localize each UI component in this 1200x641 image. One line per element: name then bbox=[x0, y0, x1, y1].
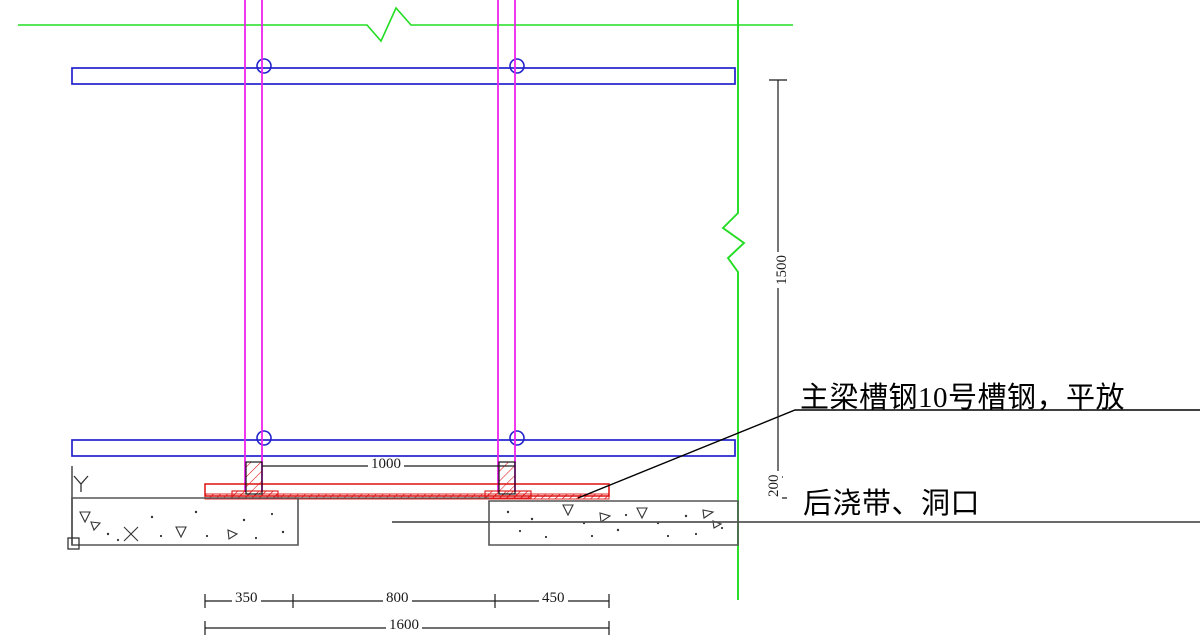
secondary-beam-lower bbox=[71, 439, 736, 457]
leader-main-beam-note bbox=[577, 409, 1200, 499]
post-foot-left bbox=[245, 461, 263, 495]
fastener-circle-lower-left bbox=[256, 430, 272, 446]
fastener-circle-upper-left bbox=[256, 58, 272, 74]
concrete-hatch-texture bbox=[79, 504, 724, 542]
fastener-circle-lower-right bbox=[509, 430, 525, 446]
corner-square-marker bbox=[67, 537, 80, 550]
post-foot-group bbox=[245, 461, 516, 495]
main-channel-steel-group bbox=[204, 483, 610, 500]
concrete-slab-group bbox=[71, 466, 739, 546]
marker-group bbox=[67, 475, 89, 550]
leader-line-group bbox=[392, 409, 1200, 523]
vertical-post-group bbox=[244, 0, 516, 492]
fastener-circle-upper-right bbox=[509, 58, 525, 74]
channel-steel-flange bbox=[204, 493, 610, 500]
concrete-slab-left bbox=[71, 497, 299, 546]
dimension-line-group bbox=[204, 79, 787, 635]
secondary-beam-upper bbox=[71, 67, 736, 85]
post-foot-right bbox=[498, 461, 516, 495]
vertical-wall-break-line bbox=[721, 0, 746, 600]
wall-line-group bbox=[18, 0, 793, 600]
top-wall-break-line bbox=[18, 6, 793, 43]
level-marker-y-symbol bbox=[73, 475, 89, 492]
concrete-slab-right bbox=[488, 500, 739, 546]
secondary-beam-group bbox=[71, 58, 736, 457]
